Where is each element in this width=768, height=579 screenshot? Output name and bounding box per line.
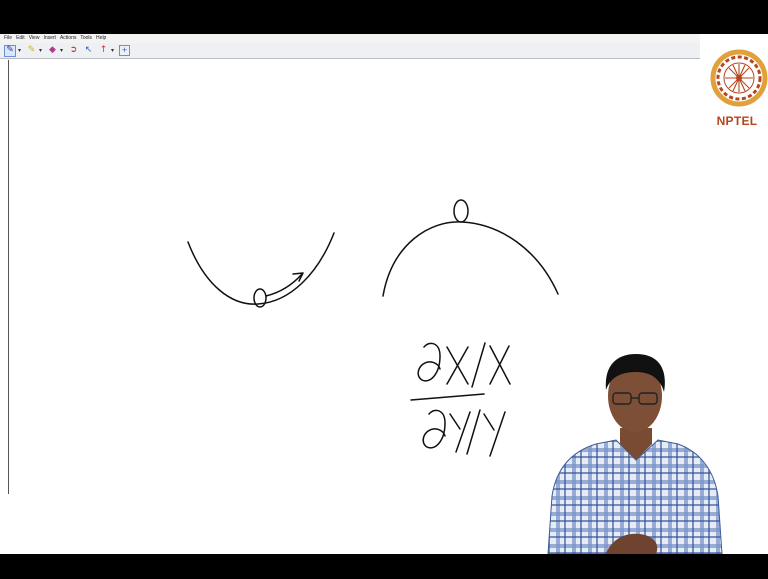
presenter-hands [605,533,658,554]
pointer-tool-icon[interactable]: ↑ [99,45,108,55]
y-letter-bottom-2 [483,411,506,457]
x-letter-top-1 [446,346,469,385]
highlighter-dropdown-icon[interactable]: ▾ [38,47,42,54]
ball-on-hill [453,199,469,223]
menu-view[interactable]: View [28,35,40,41]
partial-symbol-bottom [422,409,446,449]
hill-curve [382,221,559,297]
presenter-video-overlay [547,354,723,554]
whiteboard-canvas[interactable] [0,34,768,554]
arrowhead [292,272,304,282]
menu-actions[interactable]: Actions [59,35,77,41]
select-tool-icon[interactable]: ↖ [84,45,93,55]
presenter-glasses [612,392,658,405]
partial-symbol-top [417,342,441,382]
nptel-logo-text: NPTEL [716,114,758,128]
eraser-dropdown-icon[interactable]: ▾ [59,47,63,54]
presenter-hair [605,354,665,392]
menu-tools[interactable]: Tools [80,35,93,41]
lasso-select-icon[interactable]: ➲ [69,45,78,55]
menu-edit[interactable]: Edit [16,35,25,41]
nptel-emblem-icon [710,49,768,107]
slash-top [471,342,486,388]
menu-insert[interactable]: Insert [43,35,56,41]
presenter-neck [620,428,652,460]
slash-bottom [466,409,481,455]
fraction-bar [410,393,485,401]
nptel-logo: NPTEL [706,40,768,130]
valley-curve [187,232,335,305]
pointer-dropdown-icon[interactable]: ▾ [110,47,114,54]
presenter-head [608,360,662,432]
presenter-shirt [547,439,723,554]
pen-toolbar: ✎ ▾ ✎ ▾ ◆ ▾ ➲ ↖ ↑ ▾ + [0,43,700,59]
pen-tool-icon[interactable]: ✎ [4,44,16,57]
insert-space-icon[interactable]: + [119,45,130,56]
pen-dropdown-icon[interactable]: ▾ [17,47,21,54]
elasticity-fraction [410,342,511,457]
video-letterbox-bottom [0,554,768,579]
eraser-icon[interactable]: ◆ [49,45,56,55]
x-letter-top-2 [489,345,511,385]
menu-file[interactable]: File [4,35,13,41]
video-letterbox-top [0,0,768,34]
journal-window: File Edit View Insert Actions Tools Help… [0,34,768,554]
page-margin-line [8,60,9,494]
menu-help[interactable]: Help [96,35,107,41]
highlighter-icon[interactable]: ✎ [27,45,36,55]
displacement-arrow [265,273,303,297]
ball-in-valley [253,288,267,308]
y-letter-bottom-1 [449,411,471,453]
menu-bar: File Edit View Insert Actions Tools Help [0,34,700,43]
